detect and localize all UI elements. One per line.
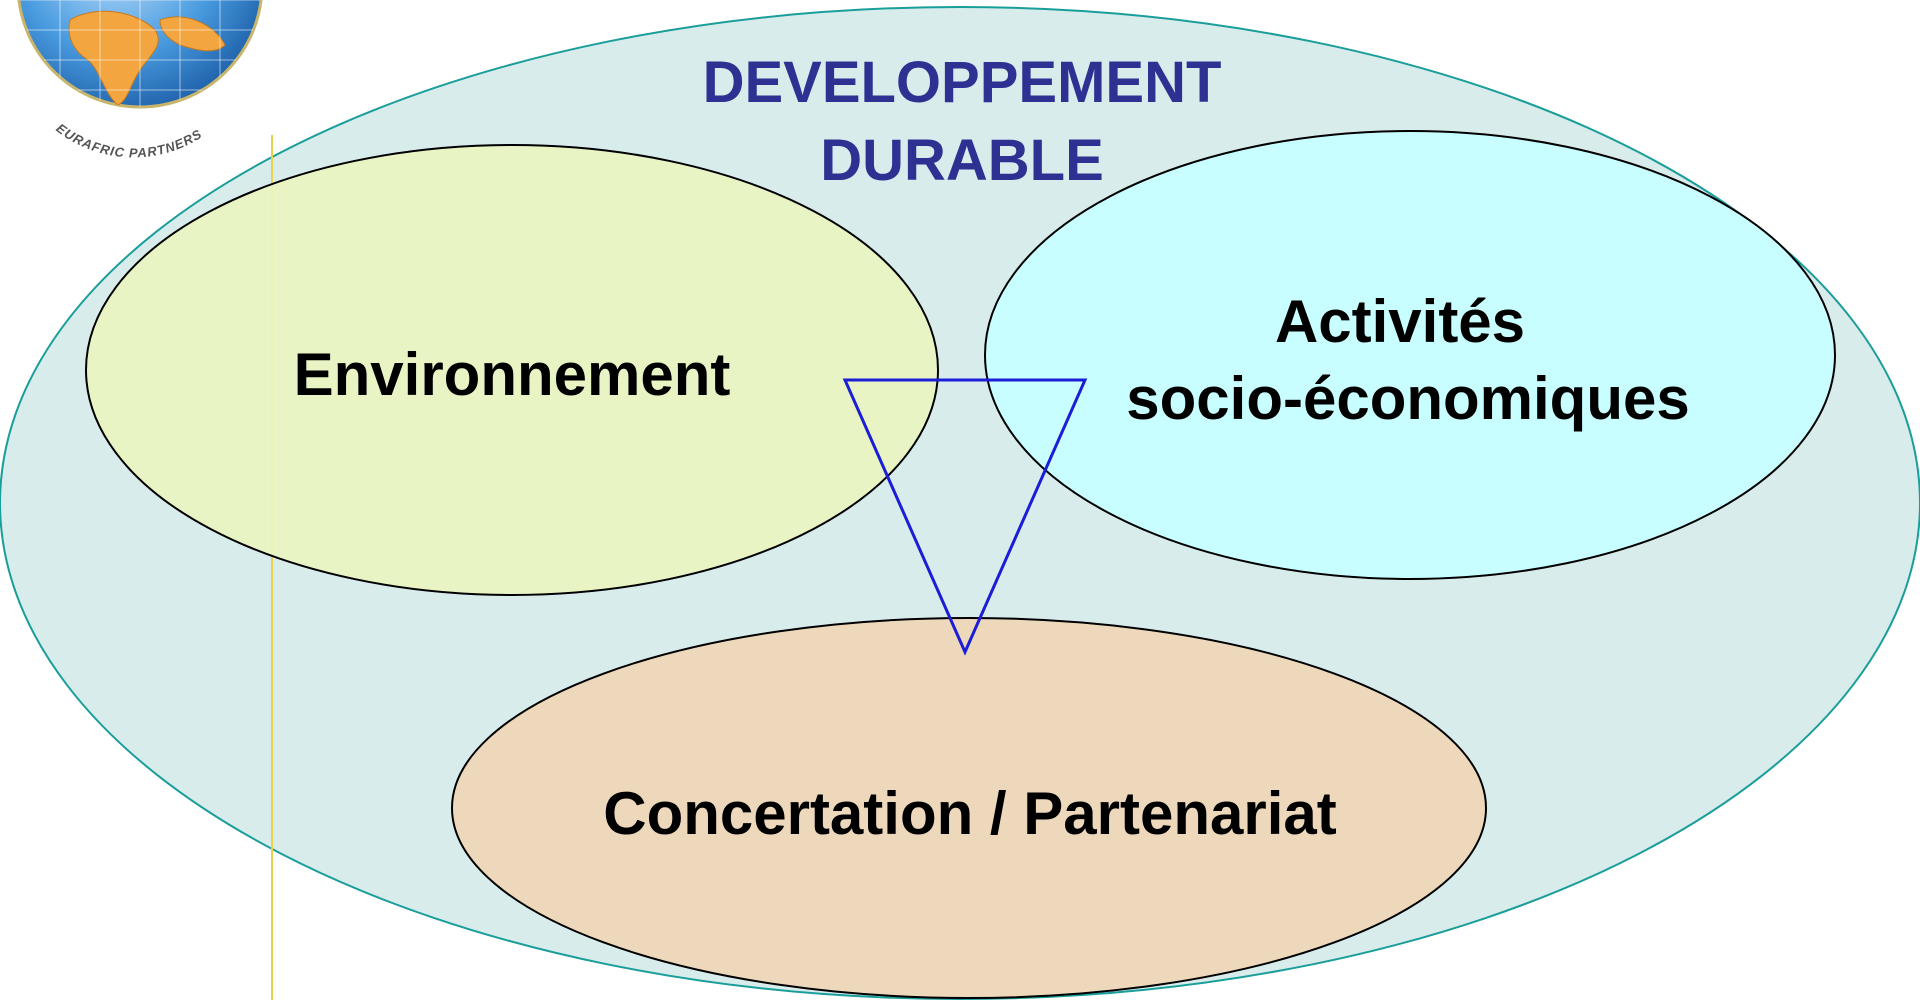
activities-label-line-2: socio-économiques: [1126, 365, 1689, 432]
title-line-1: DEVELOPPEMENT: [703, 50, 1222, 115]
title-line-2: DURABLE: [820, 128, 1104, 193]
eurafric-logo: EURAFRIC PARTNERS: [17, 0, 263, 160]
linking-triangle: [842, 378, 1088, 656]
environment-circle: [85, 144, 939, 596]
concertation-label: Concertation / Partenariat: [603, 780, 1337, 847]
concertation-circle: [451, 617, 1487, 999]
globe-continents-icon: [20, 0, 260, 107]
activities-circle: [984, 130, 1836, 580]
activities-label-line-1: Activités: [1275, 288, 1525, 355]
logo-text: EURAFRIC PARTNERS: [54, 120, 205, 160]
environment-label: Environnement: [294, 341, 731, 408]
